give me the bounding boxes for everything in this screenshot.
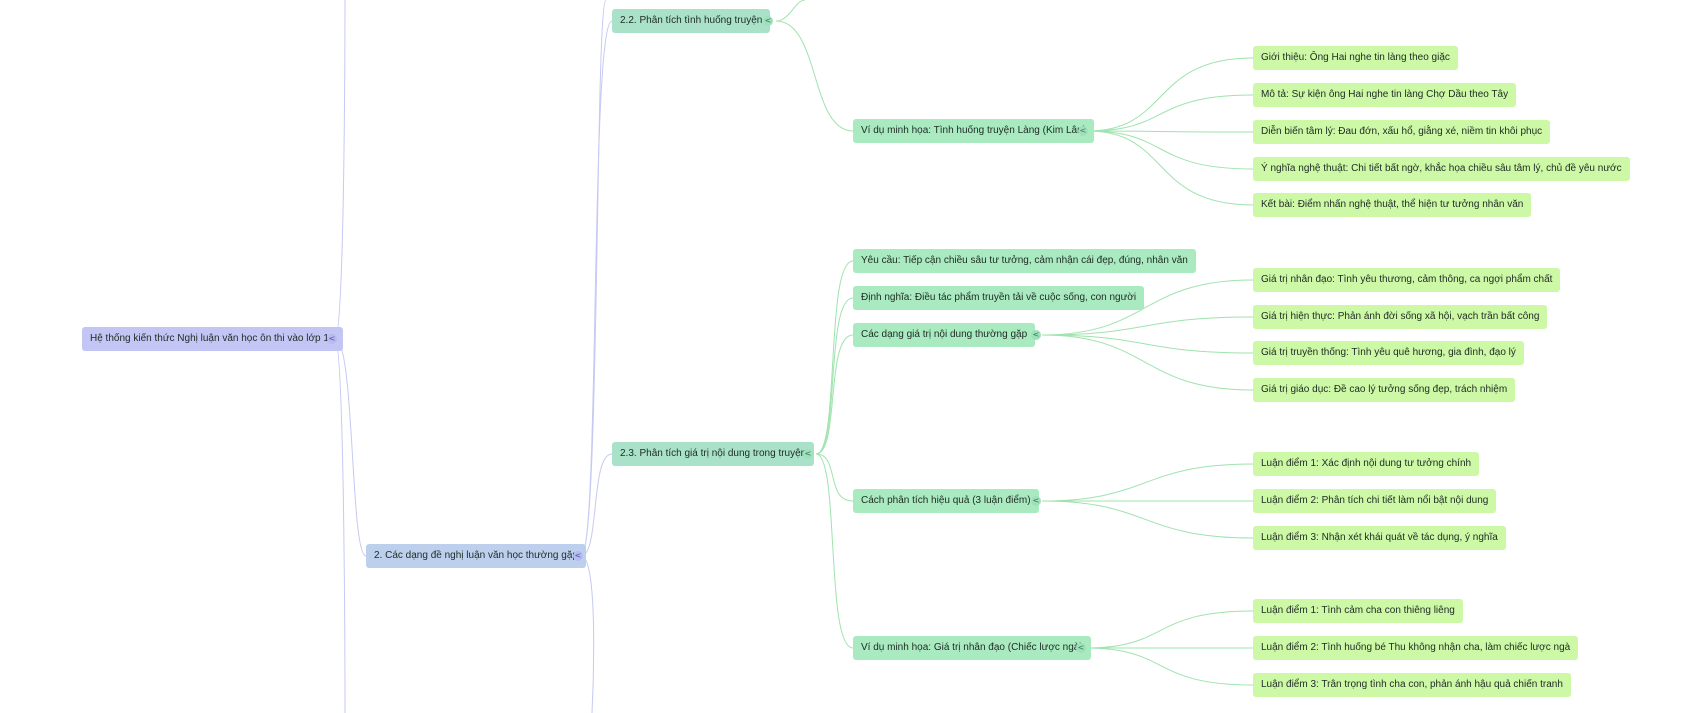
link-types-leaf-2 — [1041, 334, 1254, 354]
link-root-down — [334, 338, 346, 713]
link-root-up — [334, 0, 346, 340]
node-s23-method[interactable]: Cách phân tích hiệu quả (3 luận điểm) — [853, 489, 1039, 513]
collapse-toggle-s23-types[interactable]: < — [1031, 330, 1041, 340]
node-s22-example[interactable]: Ví dụ minh họa: Tình huống truyện Làng (… — [853, 119, 1094, 143]
node-section-2[interactable]: 2. Các dạng đề nghị luận văn học thường … — [366, 544, 586, 568]
link-types-leaf-0 — [1041, 279, 1254, 336]
link-s2-up — [580, 0, 607, 557]
link-s22-example — [775, 20, 854, 132]
collapse-toggle-section-2[interactable]: < — [573, 551, 583, 561]
link-s23-req — [815, 260, 854, 455]
link-s22ex-leaf-0 — [1087, 57, 1254, 132]
leaf-s23-example-1[interactable]: Luận điểm 2: Tình huống bé Thu không nhậ… — [1253, 636, 1579, 660]
link-method-leaf-0 — [1041, 463, 1254, 502]
leaf-s23-method-1[interactable]: Luận điểm 2: Phân tích chi tiết làm nổi … — [1253, 489, 1497, 513]
leaf-s22-example-1[interactable]: Mô tả: Sự kiện ông Hai nghe tin làng Chợ… — [1253, 83, 1517, 107]
link-s22ex-leaf-4 — [1087, 130, 1254, 206]
collapse-toggle-s23-method[interactable]: < — [1031, 496, 1041, 506]
collapse-toggle-s23-example[interactable]: < — [1076, 643, 1086, 653]
node-section-2-2[interactable]: 2.2. Phân tích tình huống truyện — [612, 9, 771, 33]
node-s23-definition[interactable]: Định nghĩa: Điều tác phẩm truyền tải về … — [853, 286, 1145, 310]
link-method-leaf-2 — [1041, 500, 1254, 539]
leaf-s23-types-1[interactable]: Giá trị hiện thực: Phản ánh đời sống xã … — [1253, 305, 1548, 329]
root-node[interactable]: Hệ thống kiến thức Nghị luận văn học ôn … — [82, 327, 343, 351]
link-s22ex-leaf-2 — [1087, 130, 1254, 133]
link-s23-example — [815, 453, 854, 649]
collapse-toggle-section-2-2[interactable]: < — [763, 16, 773, 26]
link-s23-def — [815, 297, 854, 455]
collapse-toggle-s22-example[interactable]: < — [1078, 126, 1088, 136]
link-types-leaf-3 — [1041, 334, 1254, 391]
leaf-s23-types-0[interactable]: Giá trị nhân đạo: Tình yêu thương, cảm t… — [1253, 268, 1561, 292]
leaf-s23-method-0[interactable]: Luận điểm 1: Xác định nội dung tư tưởng … — [1253, 452, 1480, 476]
link-types-leaf-1 — [1041, 316, 1254, 336]
collapse-toggle-root[interactable]: < — [327, 334, 337, 344]
leaf-s22-example-2[interactable]: Diễn biến tâm lý: Đau đớn, xấu hổ, giằng… — [1253, 120, 1551, 144]
link-s23ex-leaf-2 — [1085, 647, 1254, 686]
collapse-toggle-section-2-3[interactable]: < — [803, 449, 813, 459]
leaf-s22-example-3[interactable]: Ý nghĩa nghệ thuật: Chi tiết bất ngờ, kh… — [1253, 157, 1630, 181]
node-s23-types[interactable]: Các dạng giá trị nội dung thường gặp — [853, 323, 1036, 347]
link-s2-s23 — [580, 453, 613, 557]
leaf-s23-types-2[interactable]: Giá trị truyền thống: Tình yêu quê hương… — [1253, 341, 1524, 365]
leaf-s23-method-2[interactable]: Luận điểm 3: Nhận xét khái quát về tác d… — [1253, 526, 1506, 550]
link-s23ex-leaf-0 — [1085, 610, 1254, 649]
leaf-s23-example-2[interactable]: Luận điểm 3: Trân trọng tình cha con, ph… — [1253, 673, 1571, 697]
node-section-2-3[interactable]: 2.3. Phân tích giá trị nội dung trong tr… — [612, 442, 815, 466]
link-s23-method — [815, 453, 854, 502]
link-s2-down — [580, 555, 595, 713]
leaf-s22-example-4[interactable]: Kết bài: Điểm nhấn nghệ thuật, thể hiện … — [1253, 193, 1532, 217]
leaf-s23-types-3[interactable]: Giá trị giáo dục: Đề cao lý tưởng sống đ… — [1253, 378, 1516, 402]
leaf-s23-example-0[interactable]: Luận điểm 1: Tình cảm cha con thiêng liê… — [1253, 599, 1463, 623]
node-s23-example[interactable]: Ví dụ minh họa: Giá trị nhân đạo (Chiếc … — [853, 636, 1091, 660]
link-s23-types — [815, 334, 854, 455]
link-s22ex-leaf-3 — [1087, 130, 1254, 170]
link-s22ex-leaf-1 — [1087, 94, 1254, 132]
link-s2-s22 — [580, 20, 613, 557]
link-s22-up — [775, 0, 806, 22]
leaf-s22-example-0[interactable]: Giới thiệu: Ông Hai nghe tin làng theo g… — [1253, 46, 1458, 70]
node-s23-requirement[interactable]: Yêu cầu: Tiếp cận chiều sâu tư tưởng, cả… — [853, 249, 1196, 273]
